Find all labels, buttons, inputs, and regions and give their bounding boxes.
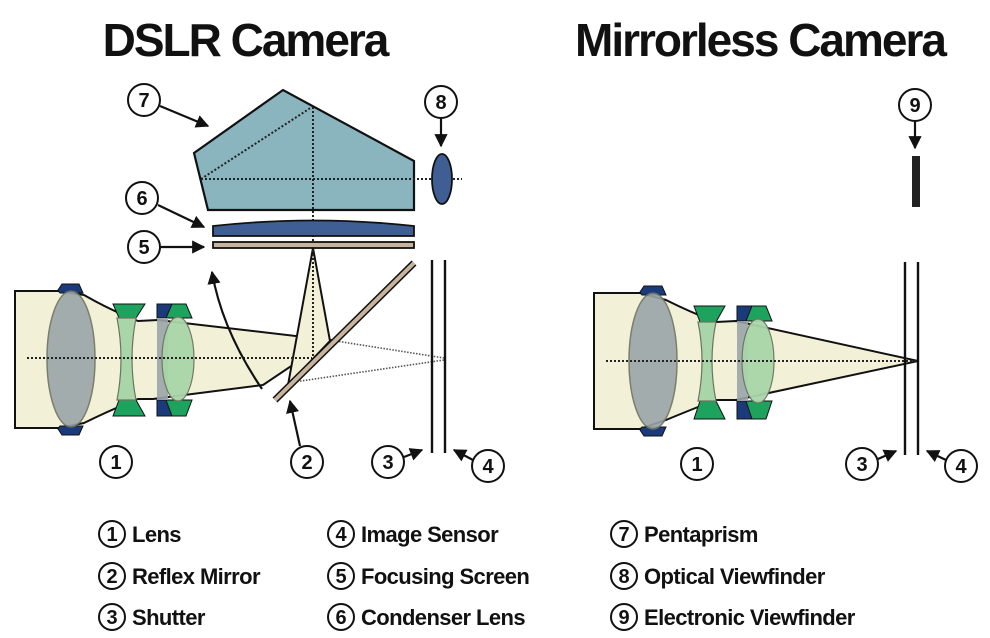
svg-text:1: 1 [691, 454, 702, 476]
svg-text:Image Sensor: Image Sensor [361, 522, 499, 547]
callout-7: 7 [127, 83, 210, 128]
svg-text:2: 2 [301, 452, 312, 474]
condenser-lens [212, 219, 415, 237]
legend-item: 9 Electronic Viewfinder [610, 603, 856, 631]
svg-text:1: 1 [106, 524, 117, 546]
svg-text:Lens: Lens [132, 522, 181, 547]
callout-1-dslr: 1 [99, 445, 133, 479]
eyepiece-lens [431, 153, 453, 205]
callout-6: 6 [125, 181, 206, 228]
reflex-mirror [272, 260, 417, 403]
svg-text:1: 1 [110, 452, 121, 474]
svg-text:7: 7 [618, 524, 629, 546]
callout-3-dslr: 3 [371, 445, 424, 479]
legend-item: 2 Reflex Mirror [98, 562, 262, 590]
svg-text:4: 4 [955, 456, 967, 478]
svg-text:5: 5 [138, 237, 149, 259]
callout-1-mirrorless: 1 [680, 447, 714, 481]
svg-text:9: 9 [909, 95, 920, 117]
svg-text:4: 4 [482, 456, 494, 478]
dslr-diagram: 7 8 6 5 1 2 3 [14, 83, 505, 483]
legend-item: 8 Optical Viewfinder [610, 562, 826, 590]
svg-text:Optical Viewfinder: Optical Viewfinder [644, 564, 826, 589]
callout-9: 9 [898, 88, 932, 150]
legend: 1 Lens 2 Reflex Mirror 3 Shutter 4 Image… [98, 520, 856, 631]
svg-text:6: 6 [136, 188, 147, 210]
pentaprism [192, 88, 462, 250]
callout-8: 8 [424, 85, 458, 148]
callout-5: 5 [127, 230, 206, 264]
callout-2: 2 [286, 399, 324, 479]
legend-item: 6 Condenser Lens [327, 603, 526, 631]
svg-text:Reflex Mirror: Reflex Mirror [132, 564, 261, 589]
svg-text:8: 8 [618, 566, 629, 588]
svg-text:Shutter: Shutter [132, 605, 206, 630]
legend-item: 4 Image Sensor [327, 520, 500, 548]
svg-text:Electronic Viewfinder: Electronic Viewfinder [644, 605, 856, 630]
mirrorless-title: Mirrorless Camera [575, 14, 947, 66]
legend-item: 1 Lens [98, 520, 182, 548]
svg-text:6: 6 [335, 607, 346, 629]
svg-text:5: 5 [335, 566, 346, 588]
legend-item: 5 Focusing Screen [327, 562, 530, 590]
mirror-swing-arrow [207, 270, 263, 390]
svg-text:8: 8 [435, 92, 446, 114]
focusing-screen [212, 241, 415, 249]
svg-text:7: 7 [138, 90, 149, 112]
callout-3-mirrorless: 3 [845, 447, 898, 481]
svg-text:Pentaprism: Pentaprism [644, 522, 758, 547]
callout-4-dslr: 4 [452, 449, 505, 483]
svg-text:4: 4 [335, 524, 347, 546]
svg-text:Focusing Screen: Focusing Screen [361, 564, 529, 589]
svg-text:3: 3 [382, 452, 393, 474]
svg-text:2: 2 [106, 566, 117, 588]
dslr-lens-group [46, 283, 195, 436]
legend-item: 7 Pentaprism [610, 520, 758, 548]
electronic-viewfinder [912, 156, 920, 207]
legend-item: 3 Shutter [98, 603, 206, 631]
callout-4-mirrorless: 4 [925, 449, 978, 483]
svg-text:Condenser Lens: Condenser Lens [361, 605, 525, 630]
svg-text:3: 3 [856, 454, 867, 476]
dslr-title: DSLR Camera [103, 14, 390, 66]
svg-text:9: 9 [618, 607, 629, 629]
mirrorless-diagram: 9 1 3 4 [593, 88, 978, 483]
svg-text:3: 3 [106, 607, 117, 629]
